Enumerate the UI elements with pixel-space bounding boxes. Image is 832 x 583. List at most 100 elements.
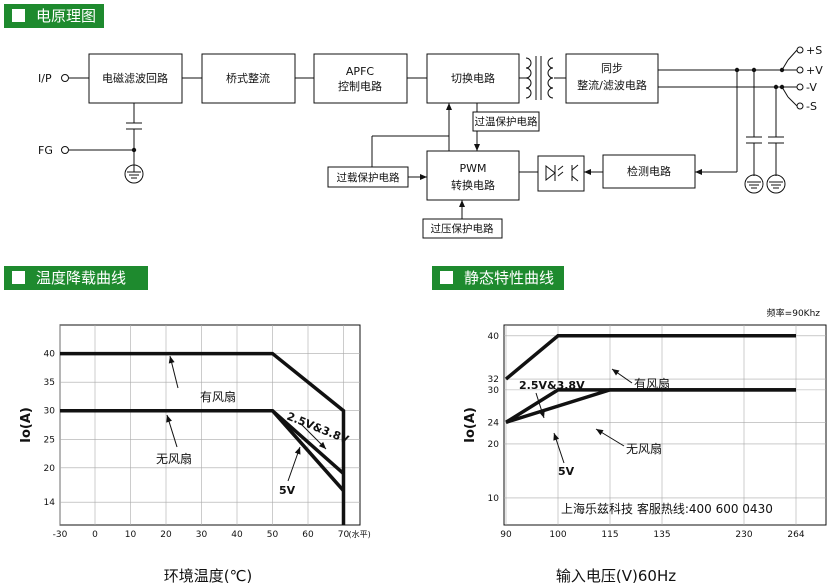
y-tick-label: 30 (488, 386, 500, 396)
annotation-nofan: 无风扇 (156, 451, 192, 466)
ground-icon (124, 164, 144, 184)
plot-frame (503, 324, 827, 526)
ground-terminal-label: FG (38, 144, 53, 157)
pwm-label: PWM (459, 162, 486, 175)
plus-s-label: +S (806, 44, 822, 57)
schematic-diagram: 电磁滤波回路 桥式整流 APFC 控制电路 切换电路 同步 整流/滤波电路 过温… (38, 44, 823, 239)
schematic-section-header: 电原理图 (4, 4, 104, 28)
pwm-label-2: 转换电路 (451, 178, 495, 192)
apfc-label-2: 控制电路 (338, 79, 382, 93)
ground-icon (744, 174, 764, 194)
x-tick-label: 40 (231, 530, 243, 540)
x-axis-label: 输入电压(V)60Hz (556, 567, 676, 583)
y-tick-label: 24 (488, 418, 500, 428)
square-bullet-icon (12, 9, 25, 22)
y-tick-label: 14 (44, 498, 56, 508)
ovp-label: 过压保护电路 (431, 222, 494, 235)
series-line-nofan_lo (505, 388, 796, 424)
x-tick-label: 10 (125, 530, 137, 540)
optocoupler-icon (545, 164, 579, 182)
annotation-voltage-lo: 5V (279, 484, 296, 497)
x-axis-label: 环境温度(℃) (164, 567, 253, 583)
apfc-label: APFC (346, 65, 374, 78)
annotation-nofan-arrow-head (166, 415, 172, 423)
y-tick-label: 40 (44, 350, 56, 360)
y-tick-label: 20 (44, 464, 56, 474)
schematic-title: 电原理图 (36, 7, 97, 25)
minus-v-label: -V (806, 81, 817, 94)
annotation-fan-arrow-head (168, 356, 175, 364)
x-tick-label: 230 (735, 530, 752, 540)
annotation-voltage-hi-arrow-head (539, 410, 545, 418)
minus-v-terminal-icon (796, 83, 804, 91)
annotation-nofan: 无风扇 (626, 441, 662, 456)
y-tick-label: 20 (488, 440, 500, 450)
y-tick-label: 40 (488, 332, 500, 342)
static-title: 静态特性曲线 (464, 269, 555, 287)
emi-filter-label: 电磁滤波回路 (102, 72, 168, 85)
annotation-fan-arrow-head (612, 369, 620, 376)
series-line-fan (60, 351, 346, 525)
pwm-box (426, 150, 520, 201)
otp-label: 过温保护电路 (475, 115, 538, 128)
x-tick-label: 60 (302, 530, 314, 540)
annotation-fan: 有风扇 (200, 389, 236, 404)
switch-label: 切换电路 (451, 71, 495, 85)
x-tick-label: 264 (787, 530, 804, 540)
static-section-header: 静态特性曲线 (432, 266, 564, 290)
series-line-fan (504, 334, 796, 381)
sync-label: 同步 (601, 62, 623, 75)
transformer-primary (525, 57, 532, 99)
annotation-nofan-arrow-head (596, 429, 604, 436)
annotation-voltage-hi: 2.5V&3.8V (519, 379, 585, 392)
derating-section-header: 温度降载曲线 (4, 266, 148, 290)
plus-s-terminal-icon (796, 46, 804, 54)
olp-label: 过载保护电路 (337, 171, 400, 184)
annotation-voltage-lo: 5V (558, 465, 575, 478)
annotation-voltage-lo-arrow-head (294, 447, 301, 455)
annotation-fan: 有风扇 (634, 376, 670, 391)
plus-v-terminal-icon (796, 66, 804, 74)
y-tick-label: 30 (44, 407, 56, 417)
sync-label-2: 整流/滤波电路 (577, 78, 647, 92)
x-tick-label: 115 (601, 530, 618, 540)
derating-title: 温度降载曲线 (36, 269, 127, 287)
series-line-nofan_lo (271, 409, 345, 492)
input-terminal-label: I/P (38, 72, 52, 85)
y-tick-label: 35 (44, 378, 55, 388)
y-tick-label: 25 (44, 435, 55, 445)
y-tick-label: 10 (488, 494, 500, 504)
series-line-nofan_hi (505, 388, 796, 424)
otp-box (472, 111, 540, 132)
minus-s-label: -S (806, 100, 817, 113)
y-axis-label: Io(A) (19, 407, 34, 443)
plus-v-label: +V (806, 64, 823, 77)
x-tick-label: 20 (160, 530, 172, 540)
hotline-text: 上海乐兹科技 客服热线:400 600 0430 (561, 501, 773, 516)
apfc-box (313, 53, 408, 104)
annotation-frequency: 频率=90Khz (767, 307, 821, 319)
annotation-voltage-lo-arrow-head (553, 433, 560, 441)
square-bullet-icon (440, 271, 453, 284)
optocoupler-box (537, 155, 585, 192)
x-tick-label: -30 (53, 530, 68, 540)
detect-label: 检测电路 (627, 164, 671, 178)
x-tick-label: 50 (267, 530, 279, 540)
x-tick-label: 135 (653, 530, 670, 540)
x-tick-label: 0 (92, 530, 98, 540)
x-tick-label: 100 (549, 530, 566, 540)
input-terminal-icon (61, 74, 69, 82)
x-unit-note: (水平) (349, 529, 371, 539)
x-tick-label: 30 (196, 530, 208, 540)
bridge-label: 桥式整流 (226, 71, 270, 85)
transformer-secondary (547, 57, 554, 99)
ground-icon (766, 174, 786, 194)
y-axis-label: Io(A) (463, 407, 478, 443)
square-bullet-icon (12, 271, 25, 284)
annotation-voltage-hi-arrow-head (318, 441, 326, 449)
x-tick-label: 70 (338, 530, 350, 540)
ground-terminal-icon (61, 146, 69, 154)
minus-s-terminal-icon (796, 102, 804, 110)
